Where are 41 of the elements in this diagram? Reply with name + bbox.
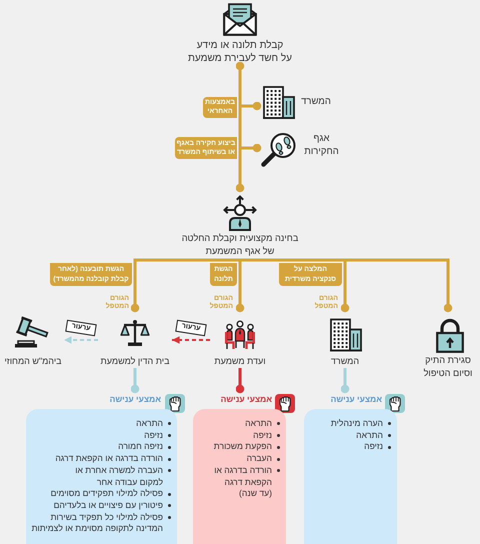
connector-line xyxy=(130,368,140,394)
connector-line xyxy=(345,258,452,312)
list-item: התראה xyxy=(245,418,281,430)
node-label: בחינה מקצועית וקבלת החלטה של אגף המשמעת xyxy=(180,232,300,257)
list-item: העברה xyxy=(246,453,281,465)
list-item: העברה למשרה אחרת או למקום עבודה אחר xyxy=(75,464,172,488)
node-label: בית הדין למשמעת xyxy=(100,355,170,368)
list-item: פיטורין עם פיצויים או בלעדיהם xyxy=(54,500,172,512)
list-item: התראה xyxy=(356,430,392,442)
node-label: סגירת התיק וסיום הטיפול xyxy=(422,354,474,379)
list-item: נזיפה xyxy=(253,430,281,442)
node-label: קבלת תלונה או מידע על חשד לעבירת משמעת xyxy=(188,40,292,65)
connector-line xyxy=(236,62,244,192)
connector-line xyxy=(236,260,244,312)
section-heading: אמצעי ענישה xyxy=(110,394,161,405)
node-label: ועדת משמעת xyxy=(213,355,267,368)
list-item: פסילה למילוי כל תפקיד בשירות המדינה לתקופה מסוימת או לצמיתות xyxy=(32,512,172,536)
connector-line xyxy=(340,368,350,394)
list-item: הורדה בדרגה או הקפאת דרגה xyxy=(55,453,172,465)
list-item: הורדה בדרגה או הקפאת דרגה (עד שנה) xyxy=(214,464,281,500)
node-label: אגף החקירות xyxy=(303,133,340,158)
connector-line xyxy=(236,368,244,394)
list-item: הערה מינהלית xyxy=(330,418,392,430)
connector-line xyxy=(240,144,262,152)
dashed-arrow xyxy=(172,336,210,344)
node-label: ביהמ"ש המחוזי xyxy=(3,355,63,368)
dashed-arrow xyxy=(64,336,98,344)
node-label: המשרד xyxy=(300,96,332,108)
connector-line xyxy=(240,258,345,262)
node-label: המשרד xyxy=(330,355,360,368)
list-item: התראה xyxy=(136,418,172,430)
list-item: נזיפה חמורה xyxy=(118,441,172,454)
list-item: הפקעת משכורת xyxy=(214,441,281,454)
connector-line xyxy=(130,258,240,312)
list-item: נזיפה xyxy=(364,441,392,454)
section-heading: אמצעי ענישה xyxy=(330,394,382,405)
section-heading: אמצעי ענישה xyxy=(220,394,272,405)
connector-line xyxy=(240,102,262,110)
connector-line xyxy=(340,260,350,312)
list-item: נזיפה xyxy=(144,430,172,442)
list-item: פסילה למילוי תפקידים מסוימים xyxy=(50,488,172,500)
